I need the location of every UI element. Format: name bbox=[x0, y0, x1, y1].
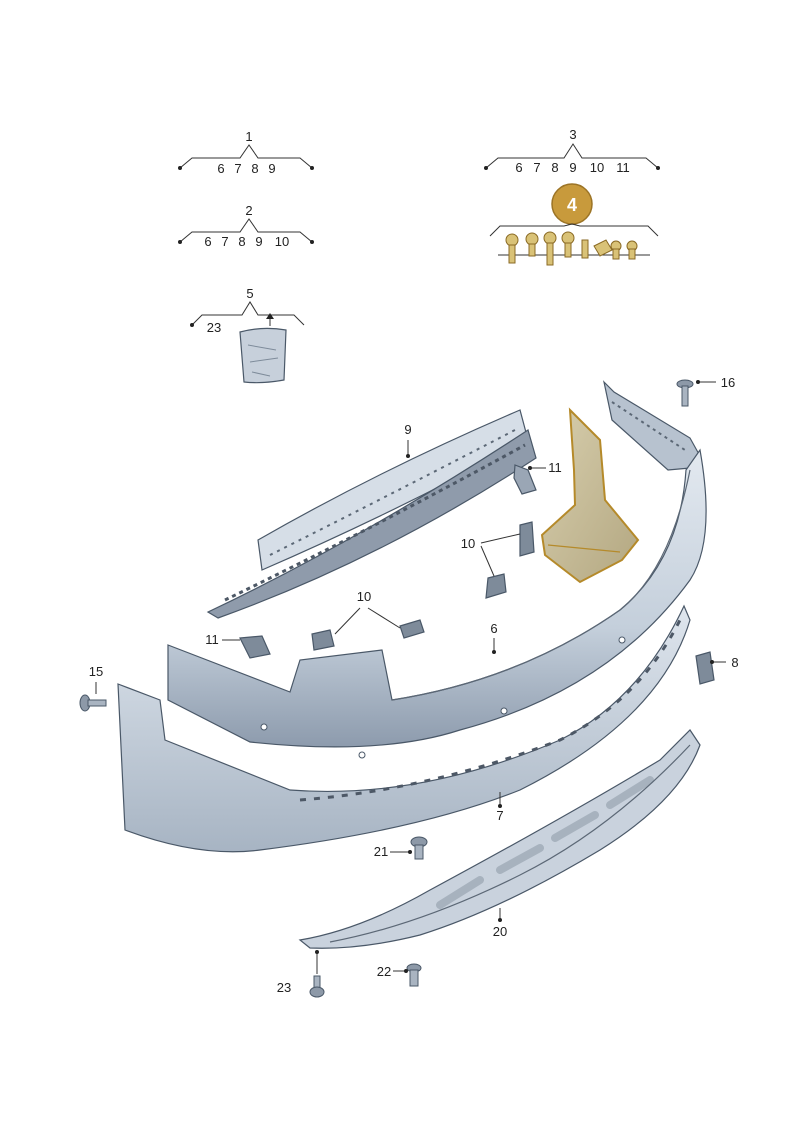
callout-10-center: 10 bbox=[357, 589, 371, 604]
screw-21-icon[interactable] bbox=[410, 836, 428, 860]
group-3-item: 8 bbox=[551, 160, 558, 175]
callout-11-upper: 11 bbox=[548, 460, 562, 475]
part-8-clip[interactable] bbox=[695, 651, 715, 685]
screw-23-icon[interactable] bbox=[309, 975, 325, 998]
callout-21: 21 bbox=[374, 844, 388, 859]
group-3-label: 3 bbox=[569, 127, 576, 142]
screw-16-icon[interactable] bbox=[676, 379, 694, 407]
clip-10-center-a[interactable] bbox=[311, 629, 335, 651]
part-9-energy-absorber[interactable] bbox=[206, 409, 537, 619]
group-3-item: 7 bbox=[533, 160, 540, 175]
part-6-bumper-cover[interactable] bbox=[167, 448, 707, 759]
group-2-item: 6 bbox=[204, 234, 211, 249]
callout-23: 23 bbox=[277, 980, 291, 995]
clip-10-center-b[interactable] bbox=[399, 619, 425, 639]
part-7-lower-panel[interactable] bbox=[117, 604, 691, 853]
screw-22-icon[interactable] bbox=[406, 963, 422, 987]
group-5-item: 23 bbox=[207, 320, 221, 335]
callout-10-right: 10 bbox=[461, 536, 475, 551]
group-1-callout: 1 6 7 8 9 bbox=[178, 129, 314, 176]
clip-11-left[interactable] bbox=[239, 635, 271, 659]
callout-8: 8 bbox=[731, 655, 738, 670]
group-3-item: 9 bbox=[569, 160, 576, 175]
callout-6: 6 bbox=[490, 621, 497, 636]
group-2-item: 7 bbox=[221, 234, 228, 249]
group-3-item: 11 bbox=[616, 160, 630, 175]
group-1-item: 9 bbox=[268, 161, 275, 176]
callout-11-left: 11 bbox=[205, 632, 219, 647]
screw-15-icon[interactable] bbox=[79, 694, 107, 712]
group-1-item: 8 bbox=[251, 161, 258, 176]
group-5-label: 5 bbox=[246, 286, 253, 301]
group-2-item: 9 bbox=[255, 234, 262, 249]
group-2-item: 10 bbox=[275, 234, 289, 249]
callout-9: 9 bbox=[404, 422, 411, 437]
group-1-item: 6 bbox=[217, 161, 224, 176]
group-4-label: 4 bbox=[567, 195, 577, 215]
clip-10-right-a[interactable] bbox=[519, 521, 535, 557]
group-5-callout: 5 23 bbox=[190, 286, 305, 384]
repair-kit-bag-icon[interactable] bbox=[239, 327, 287, 384]
callout-16: 16 bbox=[721, 375, 735, 390]
group-1-label: 1 bbox=[245, 129, 252, 144]
group-3-callout: 3 6 7 8 9 10 11 bbox=[484, 127, 660, 175]
part-20-diffuser[interactable] bbox=[298, 729, 701, 949]
group-2-item: 8 bbox=[238, 234, 245, 249]
side-guide-highlighted[interactable] bbox=[540, 407, 640, 584]
screw-set-icon bbox=[505, 231, 638, 266]
callout-7: 7 bbox=[496, 808, 503, 823]
callout-20: 20 bbox=[493, 924, 507, 939]
callout-15: 15 bbox=[89, 664, 103, 679]
group-3-item: 10 bbox=[590, 160, 604, 175]
group-2-label: 2 bbox=[245, 203, 252, 218]
group-2-callout: 2 6 7 8 9 10 bbox=[178, 203, 314, 249]
callout-22: 22 bbox=[377, 964, 391, 979]
clip-10-right-b[interactable] bbox=[485, 573, 507, 599]
clip-11-upper[interactable] bbox=[513, 464, 537, 495]
group-1-item: 7 bbox=[234, 161, 241, 176]
group-3-item: 6 bbox=[515, 160, 522, 175]
group-4-fastener-kit[interactable]: 4 bbox=[489, 183, 659, 266]
